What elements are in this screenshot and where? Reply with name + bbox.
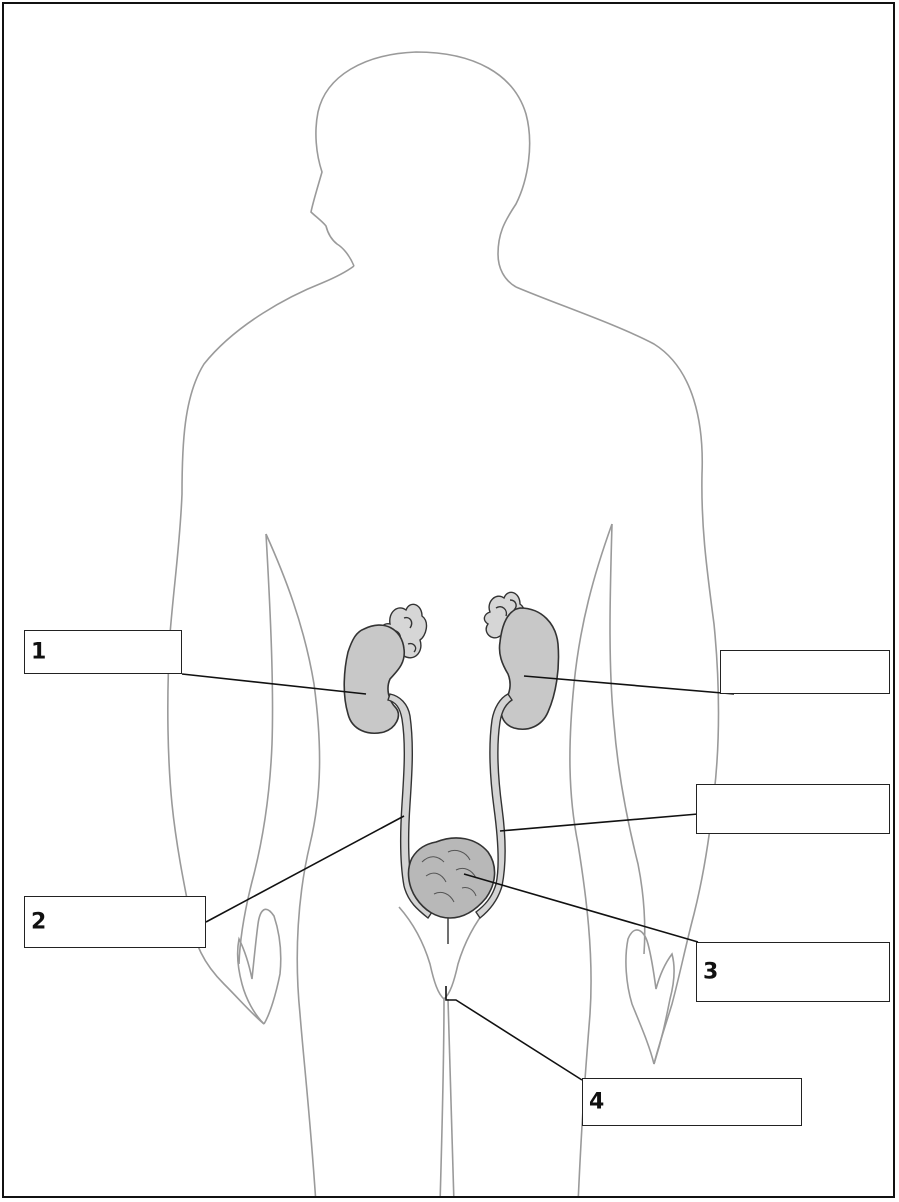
leader-line-3 <box>464 874 698 942</box>
label-number-3: 3 <box>703 960 718 985</box>
kidneys <box>344 608 558 733</box>
left-inner-arm-outline <box>239 534 273 964</box>
left-hand-outline <box>238 909 281 1024</box>
label-number-1: 1 <box>31 640 46 665</box>
left-leg-inner-outline <box>440 999 444 1198</box>
bladder-shape <box>409 838 495 918</box>
bladder <box>409 838 495 944</box>
label-number-2: 2 <box>31 910 46 935</box>
label-box-1-blank[interactable] <box>720 650 890 694</box>
urinary-system-diagram <box>4 4 895 1198</box>
right-kidney <box>499 608 558 729</box>
right-leg-inner-outline <box>448 999 454 1198</box>
label-box-4[interactable]: 4 <box>582 1078 802 1126</box>
groin-outline <box>399 907 488 999</box>
leader-line-1 <box>182 674 366 694</box>
head-outline <box>311 52 530 287</box>
label-box-3[interactable]: 3 <box>696 942 890 1002</box>
label-number-4: 4 <box>589 1090 604 1115</box>
body-outline <box>168 52 719 1198</box>
leader-line-2 <box>206 816 404 922</box>
label-box-2-blank[interactable] <box>696 784 890 834</box>
label-box-2[interactable]: 2 <box>24 896 206 948</box>
label-box-1[interactable]: 1 <box>24 630 182 674</box>
right-hand-outline <box>626 930 674 1064</box>
left-kidney <box>344 625 404 733</box>
leader-line-4 <box>446 986 582 1080</box>
leader-line-2-blank <box>500 814 698 831</box>
right-inner-arm-outline <box>610 524 645 954</box>
